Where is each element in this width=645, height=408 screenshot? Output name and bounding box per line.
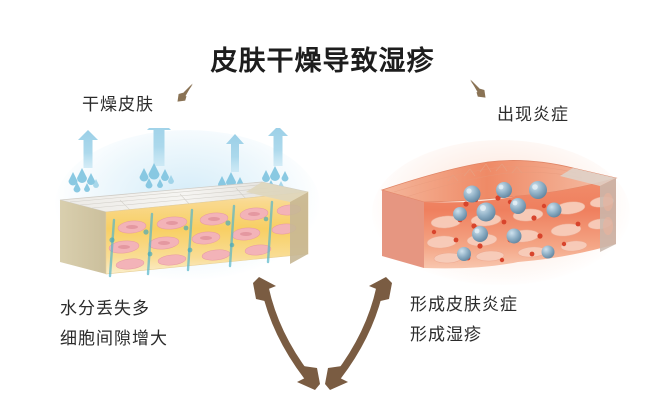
arrow-down-right-icon [470,79,486,98]
arrow-down-left-icon [177,83,193,102]
inflamed-skin-block-diagram [380,160,618,269]
intercellular-gap-dots [109,216,269,257]
description-right-line1: 形成皮肤炎症 [410,295,518,314]
right-double-arrow [325,277,392,390]
immune-cells [453,181,562,261]
description-left-line1: 水分丢失多 [60,299,150,318]
bidirectional-relationship-arrows [253,277,392,390]
block-right-side-face [246,182,308,264]
epidermis-front-face [60,191,309,278]
water-loss-arrows [78,128,288,172]
description-right: 形成皮肤炎症 形成湿疹 [410,290,518,350]
callout-label-inflammation: 出现炎症 [497,105,569,124]
left-double-arrow [253,277,320,390]
dry-skin-block-diagram [59,128,309,278]
cell-nuclei [118,212,260,249]
description-right-line2: 形成湿疹 [410,325,482,344]
intercellular-gaps [108,200,274,278]
description-left: 水分丢失多 细胞间隙增大 [60,294,168,354]
surface-bump-texture [447,163,523,182]
page-title: 皮肤干燥导致湿疹 [210,46,435,76]
block-right-side-face [560,168,616,252]
callout-label-dry-skin: 干燥皮肤 [82,95,154,114]
description-left-line2: 细胞间隙增大 [60,329,168,348]
